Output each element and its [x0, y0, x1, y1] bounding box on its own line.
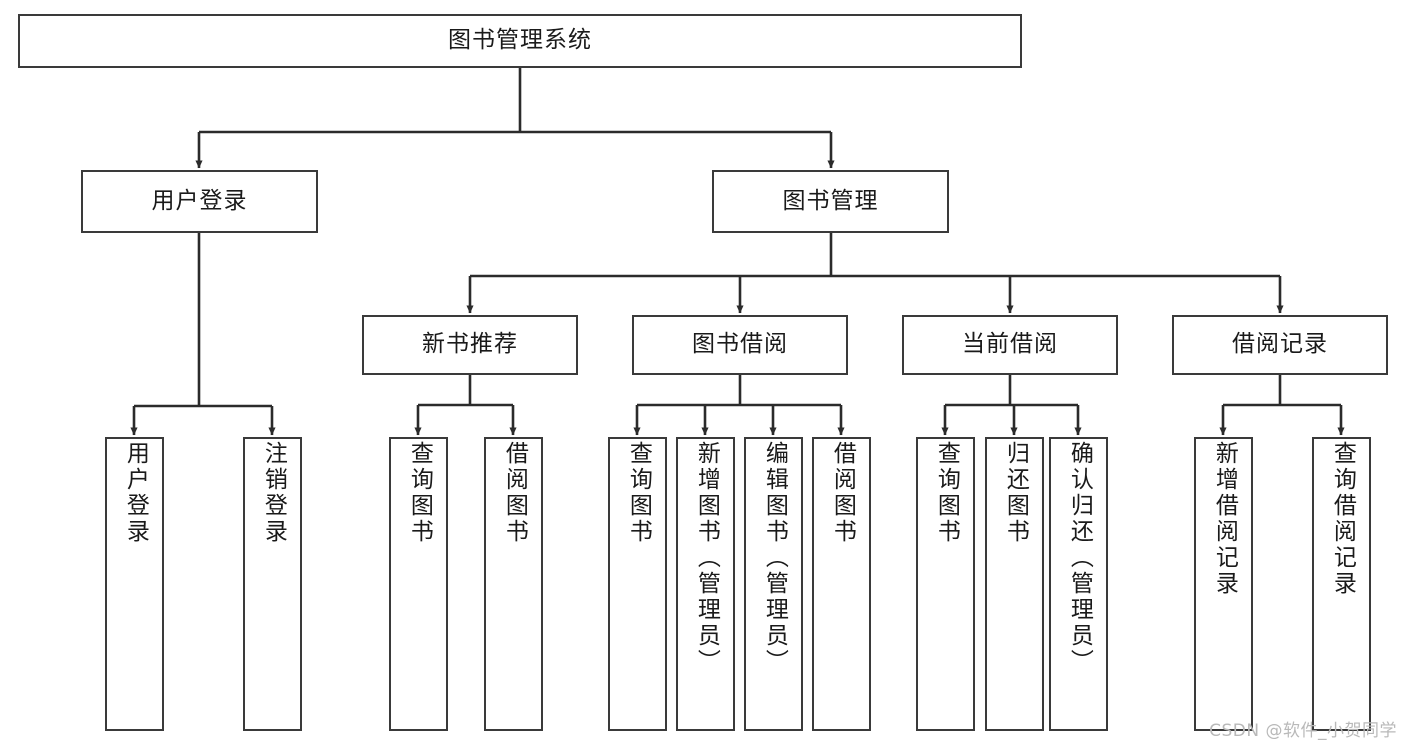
node-label: 编辑图书（管理员）	[761, 441, 788, 675]
node-label: 借阅记录	[1232, 331, 1328, 358]
node-label: 查询借阅记录	[1329, 441, 1356, 597]
node-label: 用户登录	[151, 187, 248, 214]
leaf-current-confirm-return-admin[interactable]: 确认归还（管理员）	[1049, 437, 1108, 731]
node-user-login[interactable]: 用户登录	[81, 170, 318, 233]
node-book-management[interactable]: 图书管理	[712, 170, 949, 233]
leaf-borrow-edit-book-admin[interactable]: 编辑图书（管理员）	[744, 437, 803, 731]
node-label: 图书管理系统	[448, 27, 592, 54]
node-new-book-recommend[interactable]: 新书推荐	[362, 315, 578, 375]
node-label: 查询图书	[933, 441, 960, 545]
node-current-borrow[interactable]: 当前借阅	[902, 315, 1118, 375]
leaf-record-add-borrow-record[interactable]: 新增借阅记录	[1194, 437, 1253, 731]
node-label: 查询图书	[406, 441, 433, 545]
leaf-recommend-query-book[interactable]: 查询图书	[389, 437, 448, 731]
watermark-text: CSDN @软件_小贺同学	[1209, 721, 1397, 741]
leaf-borrow-add-book-admin[interactable]: 新增图书（管理员）	[676, 437, 735, 731]
node-label: 归还图书	[1002, 441, 1029, 545]
node-label: 查询图书	[625, 441, 652, 545]
node-label: 注销登录	[260, 441, 287, 545]
leaf-record-query-borrow-record[interactable]: 查询借阅记录	[1312, 437, 1371, 731]
leaf-current-query-book[interactable]: 查询图书	[916, 437, 975, 731]
leaf-current-return-book[interactable]: 归还图书	[985, 437, 1044, 731]
node-borrow-record[interactable]: 借阅记录	[1172, 315, 1388, 375]
node-label: 借阅图书	[501, 441, 528, 545]
node-label: 确认归还（管理员）	[1066, 441, 1093, 675]
node-label: 图书管理	[782, 187, 879, 214]
node-book-borrow[interactable]: 图书借阅	[632, 315, 848, 375]
node-label: 新增借阅记录	[1211, 441, 1238, 597]
node-label: 当前借阅	[962, 331, 1058, 358]
node-label: 新增图书（管理员）	[693, 441, 720, 675]
node-label: 图书借阅	[692, 331, 788, 358]
leaf-user-logout[interactable]: 注销登录	[243, 437, 302, 731]
leaf-borrow-query-book[interactable]: 查询图书	[608, 437, 667, 731]
node-label: 用户登录	[122, 441, 149, 545]
node-label: 借阅图书	[829, 441, 856, 545]
node-label: 新书推荐	[422, 331, 518, 358]
leaf-user-login[interactable]: 用户登录	[105, 437, 164, 731]
leaf-recommend-borrow-book[interactable]: 借阅图书	[484, 437, 543, 731]
node-root-system[interactable]: 图书管理系统	[18, 14, 1022, 68]
leaf-borrow-borrow-book[interactable]: 借阅图书	[812, 437, 871, 731]
